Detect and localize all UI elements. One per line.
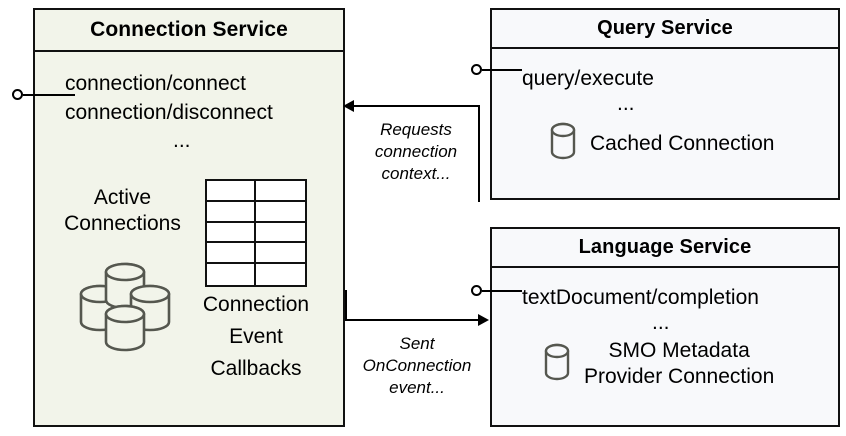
lollipop-stem-icon: [482, 290, 522, 292]
lollipop-stem-icon: [482, 69, 522, 71]
query-service-body: query/execute ... Cached Connection: [492, 49, 838, 198]
smo-metadata-provider-row: SMO Metadata Provider Connection: [542, 338, 774, 390]
lollipop-ball-icon: [471, 64, 482, 75]
lollipop-stem-icon: [23, 94, 75, 96]
connection-service-title: Connection Service: [35, 10, 343, 52]
callbacks-label-line2: Event: [229, 325, 283, 348]
connector-vertical-segment: [345, 290, 347, 321]
table-cell: [256, 201, 305, 223]
table-cell: [256, 264, 305, 285]
query-service-api-ellipsis: ...: [617, 92, 635, 115]
connector-horizontal-segment: [345, 319, 481, 321]
connector-horizontal-segment: [352, 105, 480, 107]
lollipop-ball-icon: [12, 89, 23, 100]
database-icon: [548, 121, 578, 166]
query-service-title: Query Service: [492, 10, 838, 49]
language-service-api-ellipsis: ...: [652, 311, 670, 334]
table-cell: [256, 222, 305, 244]
active-connections-label-line1: Active: [93, 186, 152, 209]
callbacks-label-line3: Callbacks: [210, 357, 302, 380]
cached-connection-label: Cached Connection: [590, 131, 775, 155]
table-cell: [256, 181, 305, 202]
connection-event-callbacks-table[interactable]: [205, 179, 307, 287]
language-service-title: Language Service: [492, 229, 838, 268]
connection-service-body: connection/connect connection/disconnect…: [35, 52, 343, 425]
connection-service-api-disconnect: connection/disconnect: [65, 101, 273, 124]
connection-service-api-connect: connection/connect: [65, 72, 246, 95]
callbacks-label-line1: Connection: [202, 293, 310, 316]
database-cluster-icon: [55, 248, 195, 352]
smo-metadata-label-line2: Provider Connection: [584, 365, 775, 388]
query-service-provided-interface-lollipop[interactable]: [471, 64, 522, 75]
smo-metadata-provider-label-block: SMO Metadata Provider Connection: [584, 338, 774, 390]
lollipop-ball-icon: [471, 285, 482, 296]
table-cell: [256, 243, 305, 265]
table-cell: [207, 243, 256, 265]
component-query-service[interactable]: Query Service query/execute ... Cached C…: [490, 8, 840, 200]
cached-connection-row: Cached Connection: [548, 121, 774, 166]
language-service-api-completion: textDocument/completion: [522, 286, 759, 309]
active-connections-label-line2: Connections: [64, 212, 181, 235]
arrow-head-icon: [343, 100, 354, 112]
arrow-head-icon: [478, 314, 489, 326]
connection-service-provided-interface-lollipop[interactable]: [12, 89, 75, 100]
connector-vertical-segment: [478, 106, 480, 202]
database-icon: [542, 342, 572, 387]
table-cell: [207, 181, 256, 202]
component-connection-service[interactable]: Connection Service connection/connect co…: [33, 8, 345, 427]
component-language-service[interactable]: Language Service textDocument/completion…: [490, 227, 840, 427]
connector-label-requests-connection-context: Requests connection context...: [374, 120, 458, 183]
language-service-body: textDocument/completion ... SMO Metadata…: [492, 268, 838, 425]
table-cell: [207, 222, 256, 244]
language-service-provided-interface-lollipop[interactable]: [471, 285, 522, 296]
table-cell: [207, 201, 256, 223]
table-cell: [207, 264, 256, 285]
connector-label-sent-onconnection-event: Sent OnConnection event...: [362, 334, 472, 397]
smo-metadata-label-line1: SMO Metadata: [608, 339, 750, 362]
connection-service-api-ellipsis: ...: [173, 129, 191, 152]
query-service-api-execute: query/execute: [522, 67, 654, 90]
